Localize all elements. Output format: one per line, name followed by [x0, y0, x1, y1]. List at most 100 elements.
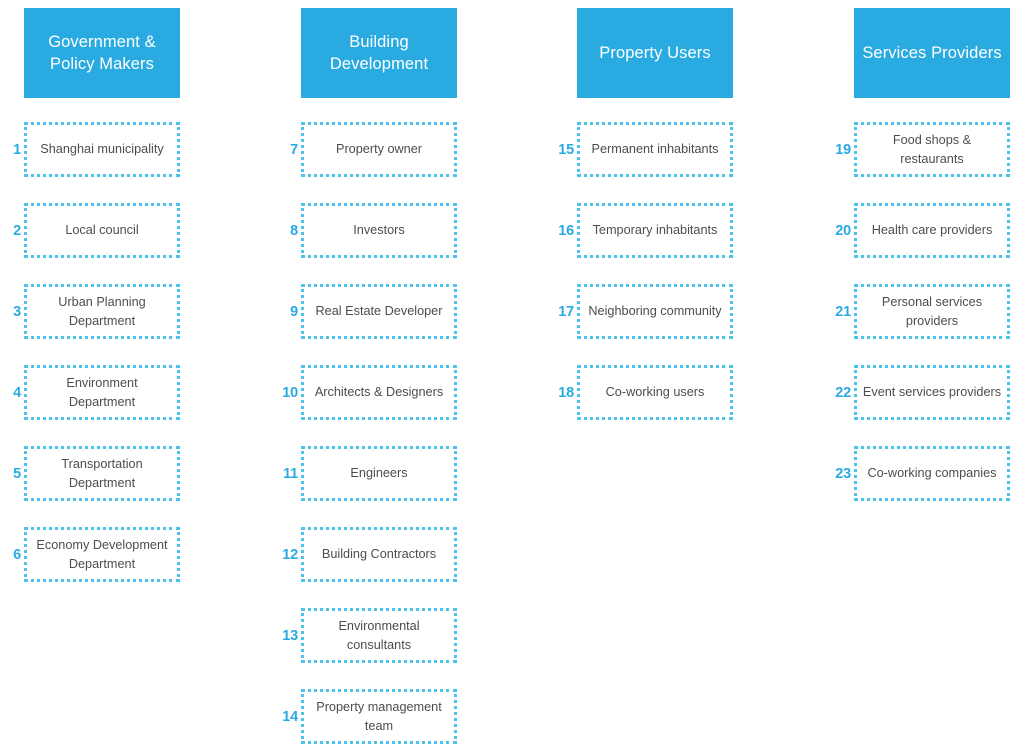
stakeholder-item-box: Investors [301, 203, 457, 258]
stakeholder-item-box: Property management team [301, 689, 457, 744]
stakeholder-item-number: 10 [282, 384, 298, 401]
stakeholder-item-label: Local council [65, 223, 139, 238]
stakeholder-item-box: Local council [24, 203, 180, 258]
stakeholder-item-number: 20 [835, 222, 851, 239]
stakeholder-item-number: 6 [13, 546, 21, 563]
stakeholder-item: 16 Temporary inhabitants [558, 203, 733, 258]
stakeholder-item-label: Economy Development Department [36, 538, 168, 571]
stakeholder-item-label: Environment Department [66, 376, 138, 409]
stakeholder-item-number: 16 [558, 222, 574, 239]
stakeholder-item-label: Real Estate Developer [315, 304, 443, 319]
stakeholder-item-box: Neighboring community [577, 284, 733, 339]
stakeholder-item-label: Building Contractors [321, 547, 437, 562]
column-property-users: Property Users 15 Permanent inhabitants 16 T… [558, 0, 733, 753]
stakeholder-item-box: Co-working users [577, 365, 733, 420]
column-header-label: Building Development [329, 32, 429, 73]
stakeholder-item-label: Temporary inhabitants [592, 223, 718, 238]
stakeholder-item-label: Event services providers [862, 385, 1002, 400]
column-header-services-providers: Services Providers [854, 8, 1010, 98]
stakeholder-item: 18 Co-working users [558, 365, 733, 420]
stakeholder-item-number: 13 [282, 627, 298, 644]
stakeholder-item-label: Investors [353, 223, 405, 238]
stakeholder-item: 13 Environmental consultants [282, 608, 457, 663]
stakeholder-item-number: 5 [13, 465, 21, 482]
stakeholder-item-number: 17 [558, 303, 574, 320]
column-building-development: Building Development 7 Property owner 8 Inve… [282, 0, 457, 753]
column-header-government-policy-makers: Government & Policy Makers [24, 8, 180, 98]
stakeholder-item-label: Personal services providers [881, 295, 983, 328]
stakeholder-item: 10 Architects & Designers [282, 365, 457, 420]
stakeholder-item-label: Engineers [350, 466, 408, 481]
column-header-property-users: Property Users [577, 8, 733, 98]
stakeholder-item: 22 Event services providers [835, 365, 1010, 420]
stakeholder-item-box: Personal services providers [854, 284, 1010, 339]
stakeholder-item-box: Engineers [301, 446, 457, 501]
stakeholder-item-box: Food shops & restaurants [854, 122, 1010, 177]
stakeholder-item-box: Environment Department [24, 365, 180, 420]
stakeholder-item-box: Transportation Department [24, 446, 180, 501]
stakeholder-item-number: 18 [558, 384, 574, 401]
column-header-label: Property Users [599, 43, 711, 62]
stakeholder-item-label: Property owner [335, 142, 423, 157]
stakeholder-item-box: Environmental consultants [301, 608, 457, 663]
column-header-building-development: Building Development [301, 8, 457, 98]
stakeholder-item: 15 Permanent inhabitants [558, 122, 733, 177]
stakeholder-item-number: 22 [835, 384, 851, 401]
stakeholder-item-number: 7 [290, 141, 298, 158]
stakeholder-item: 20 Health care providers [835, 203, 1010, 258]
stakeholder-item-box: Event services providers [854, 365, 1010, 420]
stakeholder-item-label: Urban Planning Department [58, 295, 146, 328]
stakeholder-item: 1 Shanghai municipality [13, 122, 180, 177]
stakeholder-item-label: Co-working users [605, 385, 705, 400]
stakeholder-item-number: 3 [13, 303, 21, 320]
stakeholder-item: 7 Property owner [290, 122, 457, 177]
stakeholder-item-number: 11 [283, 465, 298, 482]
stakeholder-item-label: Property management team [316, 700, 442, 733]
stakeholder-item-number: 15 [558, 141, 574, 158]
stakeholder-item: 3 Urban Planning Department [13, 284, 180, 339]
stakeholder-item-label: Co-working companies [867, 466, 997, 481]
stakeholder-item-label: Environmental consultants [338, 619, 420, 652]
stakeholder-item-number: 19 [835, 141, 851, 158]
stakeholder-item-box: Co-working companies [854, 446, 1010, 501]
stakeholder-item-box: Building Contractors [301, 527, 457, 582]
stakeholder-item-number: 14 [282, 708, 298, 725]
stakeholder-item-box: Health care providers [854, 203, 1010, 258]
stakeholder-item-label: Permanent inhabitants [591, 142, 719, 157]
stakeholder-item-label: Food shops & restaurants [892, 133, 972, 166]
stakeholder-item-number: 9 [290, 303, 298, 320]
stakeholder-item-box: Real Estate Developer [301, 284, 457, 339]
stakeholder-item-box: Property owner [301, 122, 457, 177]
stakeholder-item: 19 Food shops & restaurants [835, 122, 1010, 177]
stakeholder-item-label: Architects & Designers [314, 385, 444, 400]
stakeholder-item-box: Urban Planning Department [24, 284, 180, 339]
stakeholder-item-number: 4 [13, 384, 21, 401]
stakeholder-item: 5 Transportation Department [13, 446, 180, 501]
stakeholder-item-label: Health care providers [871, 223, 993, 238]
stakeholder-item-label: Transportation Department [61, 457, 143, 490]
column-services-providers: Services Providers 19 Food shops & restaur… [835, 0, 1010, 753]
stakeholder-item: 12 Building Contractors [282, 527, 457, 582]
stakeholder-item: 14 Property management team [282, 689, 457, 744]
stakeholder-item-label: Shanghai municipality [40, 142, 164, 157]
stakeholder-item: 17 Neighboring community [558, 284, 733, 339]
column-header-label: Services Providers [862, 43, 1002, 62]
stakeholder-item-box: Economy Development Department [24, 527, 180, 582]
stakeholder-item-number: 8 [290, 222, 298, 239]
stakeholder-item: 11 Engineers [283, 446, 457, 501]
stakeholder-item-label: Neighboring community [588, 304, 722, 319]
stakeholder-item-number: 21 [835, 303, 851, 320]
stakeholder-item-number: 1 [13, 141, 21, 158]
stakeholder-item-box: Shanghai municipality [24, 122, 180, 177]
stakeholder-item-box: Permanent inhabitants [577, 122, 733, 177]
stakeholder-item: 4 Environment Department [13, 365, 180, 420]
stakeholder-item-box: Architects & Designers [301, 365, 457, 420]
stakeholder-item: 21 Personal services providers [835, 284, 1010, 339]
stakeholder-item: 8 Investors [290, 203, 457, 258]
column-government-policy-makers: Government & Policy Makers 1 Shanghai muni… [13, 0, 180, 753]
stakeholder-item-number: 12 [282, 546, 298, 563]
column-header-label: Government & Policy Makers [48, 32, 156, 73]
